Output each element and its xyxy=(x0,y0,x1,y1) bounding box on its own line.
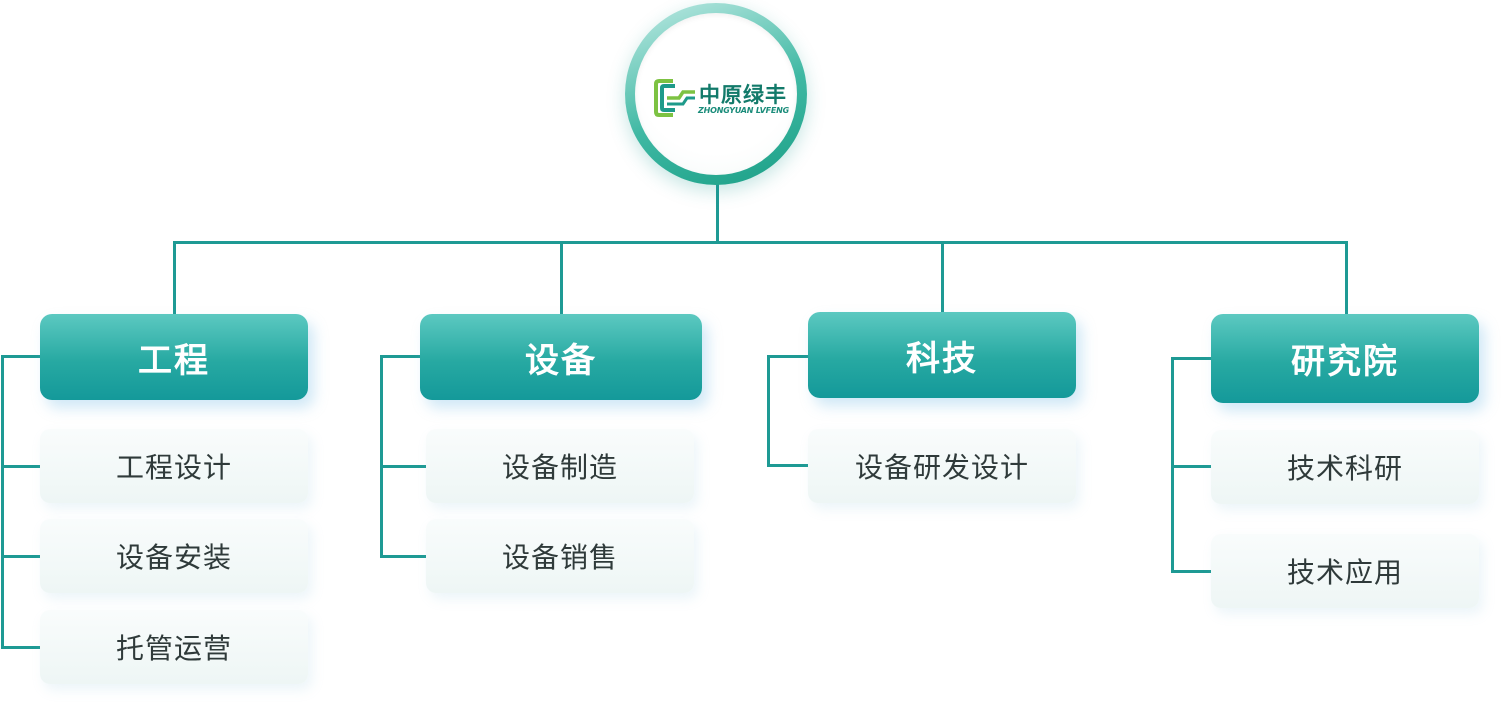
drop-line-shebei xyxy=(560,241,563,315)
drop-line-gongcheng xyxy=(173,241,176,315)
category-header-keji: 科技 xyxy=(808,312,1076,398)
branch-tick-shebei-2 xyxy=(380,555,427,558)
item-equipment-manufacturing: 设备制造 xyxy=(426,429,694,503)
root-stem-line xyxy=(716,183,719,244)
category-label: 工程 xyxy=(138,340,210,381)
branch-tick-gongcheng-header xyxy=(1,355,41,358)
item-label: 设备销售 xyxy=(501,541,618,574)
horizontal-bus-line xyxy=(173,241,1348,244)
branch-tick-shebei-header xyxy=(380,355,421,358)
item-label: 技术应用 xyxy=(1286,556,1403,589)
branch-tick-yanjiuyuan-1 xyxy=(1171,465,1212,468)
category-label: 科技 xyxy=(906,338,978,379)
item-tech-application: 技术应用 xyxy=(1211,534,1479,608)
branch-vertical-keji xyxy=(767,355,770,467)
logo-english-name: ZHONGYUAN LVFENG xyxy=(698,106,790,115)
category-label: 设备 xyxy=(525,340,597,381)
branch-tick-gongcheng-3 xyxy=(1,646,41,649)
item-tech-research: 技术科研 xyxy=(1211,430,1479,504)
item-label: 设备安装 xyxy=(115,541,232,574)
item-equipment-rnd-design: 设备研发设计 xyxy=(808,429,1076,503)
branch-tick-gongcheng-2 xyxy=(1,555,41,558)
category-header-gongcheng: 工程 xyxy=(40,314,308,400)
item-label: 设备研发设计 xyxy=(854,451,1029,484)
category-header-yanjiuyuan: 研究院 xyxy=(1211,314,1479,403)
root-logo-inner: 中原绿丰 ZHONGYUAN LVFENG xyxy=(635,13,797,175)
drop-line-keji xyxy=(941,241,944,313)
item-managed-operation: 托管运营 xyxy=(40,610,308,684)
item-label: 设备制造 xyxy=(501,451,618,484)
branch-tick-keji-1 xyxy=(767,464,809,467)
branch-tick-keji-header xyxy=(767,355,809,358)
branch-vertical-shebei xyxy=(380,355,383,558)
item-gongcheng-design: 工程设计 xyxy=(40,429,308,503)
item-label: 工程设计 xyxy=(115,451,232,484)
branch-tick-yanjiuyuan-2 xyxy=(1171,570,1212,573)
item-label: 托管运营 xyxy=(115,632,232,665)
category-label: 研究院 xyxy=(1291,342,1399,382)
drop-line-yanjiuyuan xyxy=(1345,241,1348,316)
branch-vertical-gongcheng xyxy=(1,355,4,649)
branch-tick-gongcheng-1 xyxy=(1,465,41,468)
item-equipment-sales: 设备销售 xyxy=(426,519,694,593)
root-logo-node: 中原绿丰 ZHONGYUAN LVFENG xyxy=(625,3,807,185)
item-label: 技术科研 xyxy=(1286,452,1403,485)
item-equipment-install: 设备安装 xyxy=(40,519,308,593)
zy-logo-icon xyxy=(654,79,695,117)
category-header-shebei: 设备 xyxy=(420,314,702,400)
branch-tick-shebei-1 xyxy=(380,465,427,468)
logo-chinese-name: 中原绿丰 xyxy=(699,83,787,107)
branch-tick-yanjiuyuan-header xyxy=(1171,357,1212,360)
